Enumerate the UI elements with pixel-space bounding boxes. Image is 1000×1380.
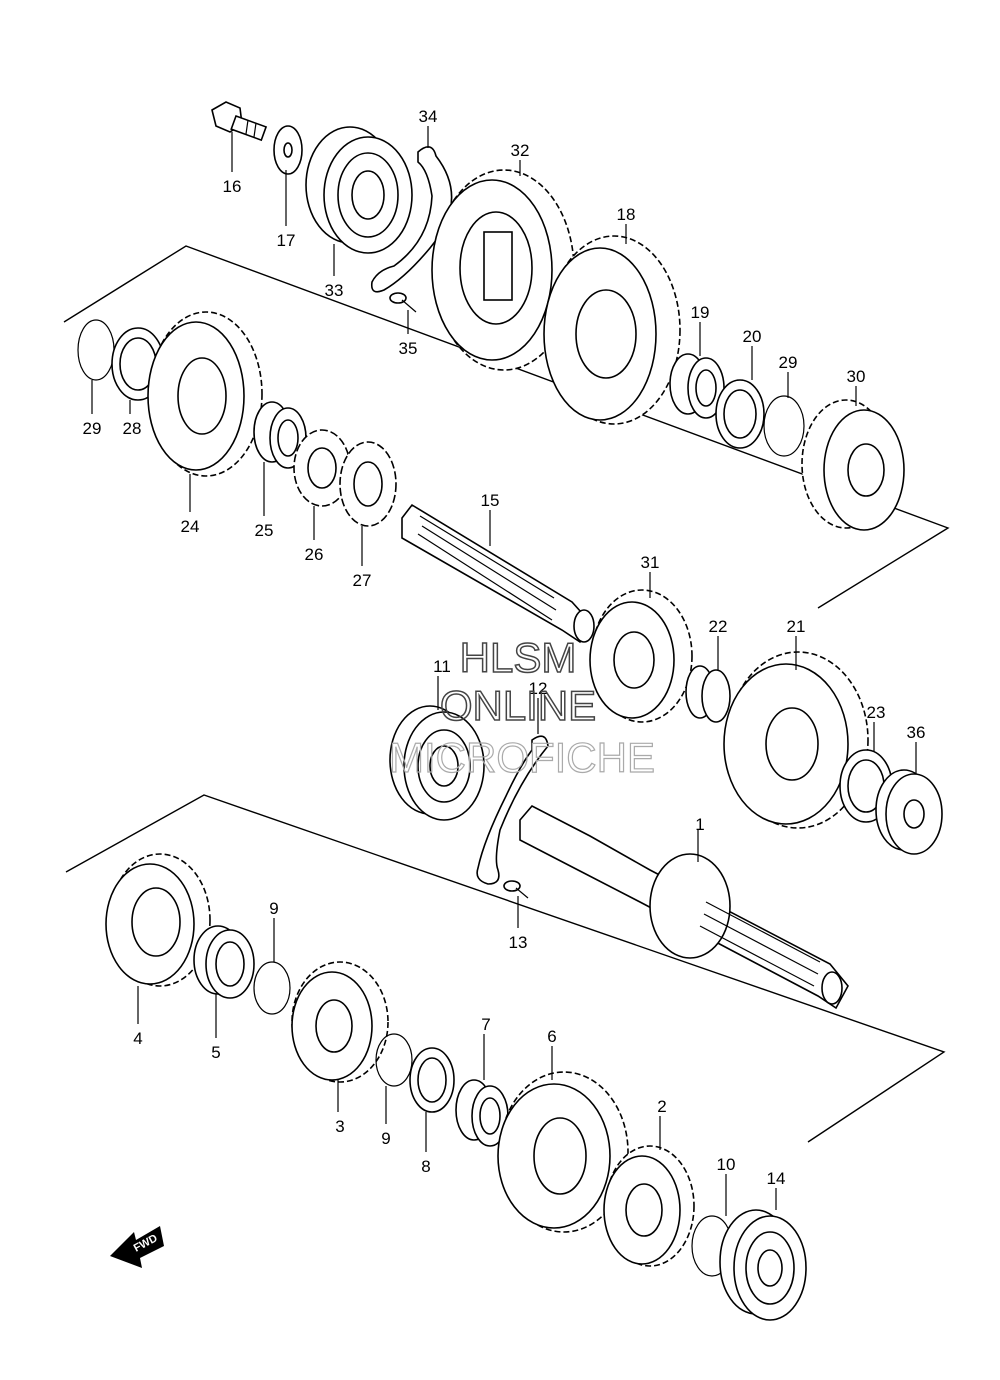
washer-17 <box>273 125 303 175</box>
callout-32: 32 <box>511 141 530 160</box>
callout-31: 31 <box>641 553 660 572</box>
callout-5: 5 <box>211 1043 220 1062</box>
watermark-line1: HLSM <box>460 634 577 681</box>
countershaft-15 <box>401 503 595 644</box>
bushing-19 <box>669 353 725 419</box>
callout-25: 25 <box>255 521 274 540</box>
gear-18 <box>543 235 681 425</box>
bearing-14 <box>719 1209 807 1321</box>
bushing-22 <box>685 665 731 723</box>
driveshaft-group-outline <box>65 794 946 1143</box>
gear-32 <box>431 169 575 371</box>
bearing-33 <box>305 126 413 254</box>
lock-washer-26 <box>293 429 351 507</box>
gear-6 <box>497 1071 629 1233</box>
callout-3: 3 <box>335 1117 344 1136</box>
driveshaft-1 <box>519 804 849 1010</box>
callout-24: 24 <box>181 517 200 536</box>
callout-34: 34 <box>419 107 438 126</box>
screw-35 <box>389 292 417 313</box>
callout-30: 30 <box>847 367 866 386</box>
bearing-11 <box>389 705 485 821</box>
callout-35: 35 <box>399 339 418 358</box>
callout-12: 12 <box>529 679 548 698</box>
callout-16: 16 <box>223 177 242 196</box>
gear-24 <box>147 311 263 477</box>
callout-9b: 9 <box>381 1129 390 1148</box>
circlip-9-upper <box>253 961 291 1015</box>
callout-11: 11 <box>433 657 451 676</box>
forward-arrow: FWD <box>110 1226 164 1268</box>
screw-13 <box>503 880 529 899</box>
gear-3 <box>291 961 389 1083</box>
callout-8: 8 <box>421 1157 430 1176</box>
bearing-36 <box>875 769 943 855</box>
bolt-16 <box>211 101 268 142</box>
bushing-5 <box>193 925 255 999</box>
gear-30 <box>801 399 905 531</box>
callout-22: 22 <box>709 617 728 636</box>
callout-29a: 29 <box>83 419 102 438</box>
callout-33: 33 <box>325 281 344 300</box>
leader-lines <box>91 126 917 1216</box>
callout-21: 21 <box>787 617 806 636</box>
watermark-line3: MICROFICHE <box>389 734 655 781</box>
callout-20: 20 <box>743 327 762 346</box>
washer-8 <box>409 1047 455 1113</box>
callout-9a: 9 <box>269 899 278 918</box>
watermark: HLSM ONLINE MICROFICHE <box>388 633 655 781</box>
callout-1: 1 <box>695 815 704 834</box>
callout-7: 7 <box>481 1015 490 1034</box>
callout-36: 36 <box>907 723 926 742</box>
bearing-plate-34 <box>370 146 453 293</box>
washer-20 <box>715 379 765 449</box>
circlip-9-lower <box>375 1033 413 1087</box>
circlip-29-right <box>763 395 805 457</box>
callout-15: 15 <box>481 491 500 510</box>
callout-17: 17 <box>277 231 296 250</box>
gear-31 <box>589 589 693 723</box>
callout-19: 19 <box>691 303 710 322</box>
gear-2 <box>603 1145 695 1267</box>
callout-29b: 29 <box>779 353 798 372</box>
bearing-plate-12 <box>476 735 549 885</box>
callout-10: 10 <box>717 1155 736 1174</box>
callout-27: 27 <box>353 571 372 590</box>
callout-28: 28 <box>123 419 142 438</box>
callout-2: 2 <box>657 1097 666 1116</box>
callout-18: 18 <box>617 205 636 224</box>
lock-washer-27 <box>339 441 397 527</box>
callout-14: 14 <box>767 1169 786 1188</box>
callout-26: 26 <box>305 545 324 564</box>
callout-labels: 1 2 3 4 5 6 7 8 9 9 10 11 12 13 14 15 16… <box>83 107 926 1188</box>
gear-4 <box>105 853 211 987</box>
callout-13: 13 <box>509 933 528 952</box>
watermark-line2: ONLINE <box>440 682 596 729</box>
circlip-29-left <box>77 319 115 381</box>
callout-4: 4 <box>133 1029 142 1048</box>
callout-6: 6 <box>547 1027 556 1046</box>
bushing-7 <box>455 1079 509 1147</box>
callout-23: 23 <box>867 703 886 722</box>
gear-21 <box>723 651 869 829</box>
